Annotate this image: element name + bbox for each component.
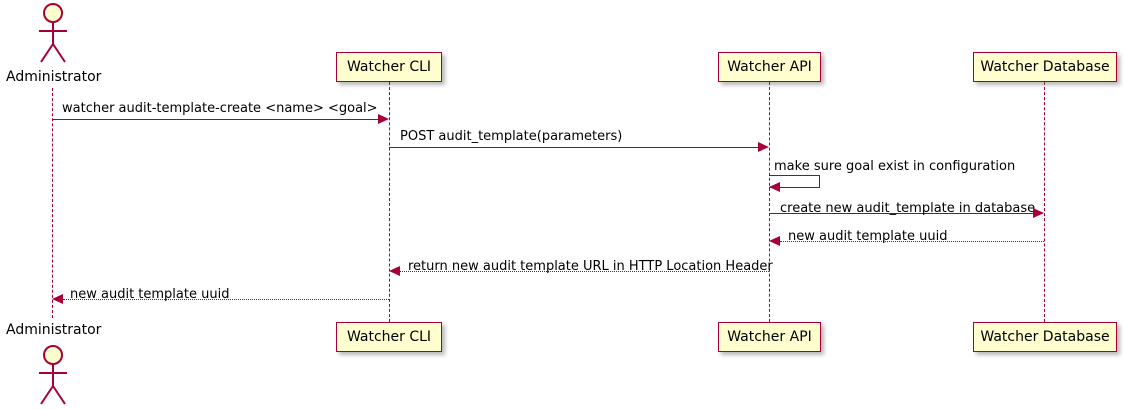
- lifeline-watcher-database: [1044, 82, 1045, 322]
- actor-label-administrator-bottom: Administrator: [6, 322, 102, 338]
- lifeline-watcher-api: [769, 82, 770, 322]
- message-arrowhead-5: [769, 236, 780, 246]
- participant-label-watcher-cli-bottom: Watcher CLI: [346, 329, 432, 345]
- message-line-4: [769, 213, 1033, 214]
- message-line-1: [52, 119, 378, 120]
- message-label-4: create new audit_template in database: [780, 201, 1036, 216]
- message-self-loop-3: [769, 175, 820, 188]
- message-arrowhead-3: [769, 182, 780, 192]
- message-label-2: POST audit_template(parameters): [400, 129, 623, 144]
- participant-label-watcher-api-bottom: Watcher API: [727, 329, 812, 345]
- actor-administrator-top: [30, 2, 76, 64]
- message-label-7: new audit template uuid: [70, 287, 230, 302]
- participant-box-watcher-database-bottom: Watcher Database: [973, 322, 1117, 352]
- participant-label-watcher-api-top: Watcher API: [727, 59, 812, 75]
- participant-label-watcher-database-top: Watcher Database: [980, 59, 1110, 75]
- message-arrowhead-2: [758, 142, 769, 152]
- participant-label-watcher-database-bottom: Watcher Database: [980, 329, 1110, 345]
- message-arrowhead-7: [52, 294, 63, 304]
- message-arrowhead-6: [389, 266, 400, 276]
- message-arrowhead-4: [1033, 208, 1044, 218]
- message-label-1: watcher audit-template-create <name> <go…: [62, 101, 378, 116]
- lifeline-watcher-cli: [389, 82, 390, 322]
- message-line-6: [400, 271, 769, 272]
- lifeline-administrator: [52, 88, 53, 318]
- message-line-2: [389, 147, 758, 148]
- participant-box-watcher-database-top: Watcher Database: [973, 52, 1117, 82]
- message-arrowhead-1: [378, 114, 389, 124]
- message-label-5: new audit template uuid: [788, 229, 948, 244]
- message-line-5: [780, 241, 1044, 242]
- participant-box-watcher-cli-bottom: Watcher CLI: [336, 322, 442, 352]
- message-label-6: return new audit template URL in HTTP Lo…: [408, 259, 773, 274]
- message-line-7: [63, 299, 389, 300]
- participant-box-watcher-cli-top: Watcher CLI: [336, 52, 442, 82]
- participant-label-watcher-cli-top: Watcher CLI: [346, 59, 432, 75]
- participant-box-watcher-api-top: Watcher API: [718, 52, 821, 82]
- message-label-3: make sure goal exist in configuration: [774, 159, 1016, 174]
- actor-label-administrator-top: Administrator: [6, 69, 102, 85]
- participant-box-watcher-api-bottom: Watcher API: [718, 322, 821, 352]
- actor-administrator-bottom: [30, 344, 76, 406]
